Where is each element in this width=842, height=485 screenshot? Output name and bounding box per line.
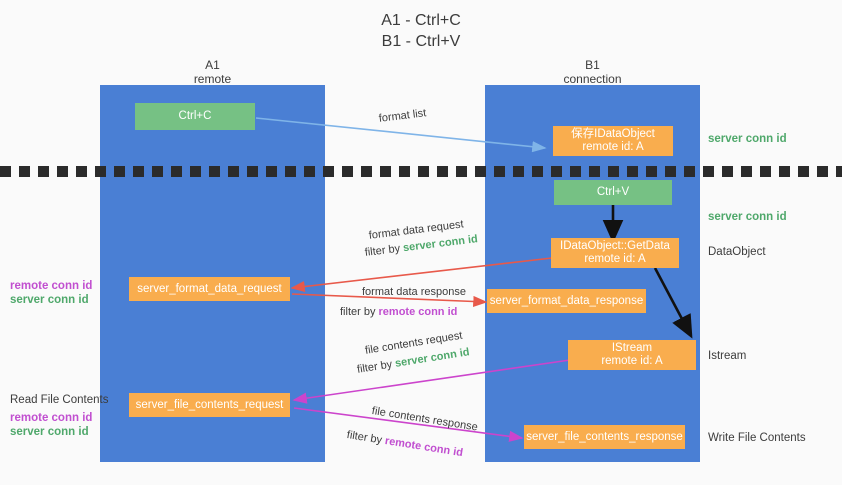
box-server-format-data-request-label: server_format_data_request [137,282,282,295]
label-remote-conn-id-1: remote conn id [10,280,93,292]
page-title: A1 - Ctrl+C B1 - Ctrl+V [0,10,842,52]
filter-value-remote-conn-id: remote conn id [378,306,458,318]
box-istream[interactable]: IStream remote id: A [568,340,696,370]
column-header-a1: A1 remote [120,58,305,86]
box-server-format-data-request[interactable]: server_format_data_request [129,277,290,301]
box-getdata-line2: remote id: A [584,253,646,265]
box-save-idataobject-line2: remote id: A [582,141,644,153]
arrow-label-format-list: format list [378,107,427,125]
label-write-file-contents: Write File Contents [708,432,806,444]
label-dataobject: DataObject [708,246,766,258]
column-b1-name: B1 [585,58,600,72]
column-a1-name: A1 [205,58,220,72]
box-server-file-contents-request[interactable]: server_file_contents_request [129,393,290,417]
box-save-idataobject-line1: 保存IDataObject [571,128,655,140]
box-server-format-data-response-label: server_format_data_response [489,294,644,307]
label-remote-conn-id-2: remote conn id [10,412,93,424]
box-ctrl-c[interactable]: Ctrl+C [135,103,255,130]
arrow-label-format-data-response-filter: filter by remote conn id [340,305,457,319]
separator-dashed-line [0,166,842,177]
filter-value-remote-conn-id: remote conn id [384,435,464,460]
box-server-file-contents-request-label: server_file_contents_request [135,398,284,411]
arrow-label-file-contents-response-filter: filter by remote conn id [346,428,464,460]
label-server-conn-id-1: server conn id [10,294,89,306]
label-server-conn-id-2: server conn id [10,426,89,438]
box-server-format-data-response[interactable]: server_format_data_response [487,289,646,313]
label-server-conn-id-mid: server conn id [708,211,787,223]
title-line-1: A1 - Ctrl+C [381,12,461,29]
filter-prefix: filter by [364,242,404,259]
arrow-label-file-contents-response: file contents response [370,404,479,434]
filter-prefix: filter by [340,306,379,318]
label-server-conn-id-top: server conn id [708,133,787,145]
box-ctrl-v-label: Ctrl+V [596,186,630,198]
box-save-idataobject[interactable]: 保存IDataObject remote id: A [553,126,673,156]
label-read-file-contents: Read File Contents [10,394,109,406]
filter-prefix: filter by [356,357,397,376]
box-istream-line1: IStream [611,342,653,354]
column-header-b1: B1 connection [500,58,685,86]
box-ctrl-c-label: Ctrl+C [178,110,212,122]
box-getdata-line1: IDataObject::GetData [560,240,670,252]
arrow-label-format-data-response: format data response [362,286,466,298]
box-idataobject-getdata[interactable]: IDataObject::GetData remote id: A [551,238,679,268]
title-line-2: B1 - Ctrl+V [381,33,461,50]
column-a1-sub: remote [193,72,232,86]
box-istream-line2: remote id: A [601,355,663,367]
column-b1-sub: connection [563,72,622,86]
filter-prefix: filter by [345,428,386,447]
box-server-file-contents-response[interactable]: server_file_contents_response [524,425,685,449]
box-server-file-contents-response-label: server_file_contents_response [526,430,683,443]
label-istream: Istream [708,350,747,362]
box-ctrl-v[interactable]: Ctrl+V [554,180,672,205]
